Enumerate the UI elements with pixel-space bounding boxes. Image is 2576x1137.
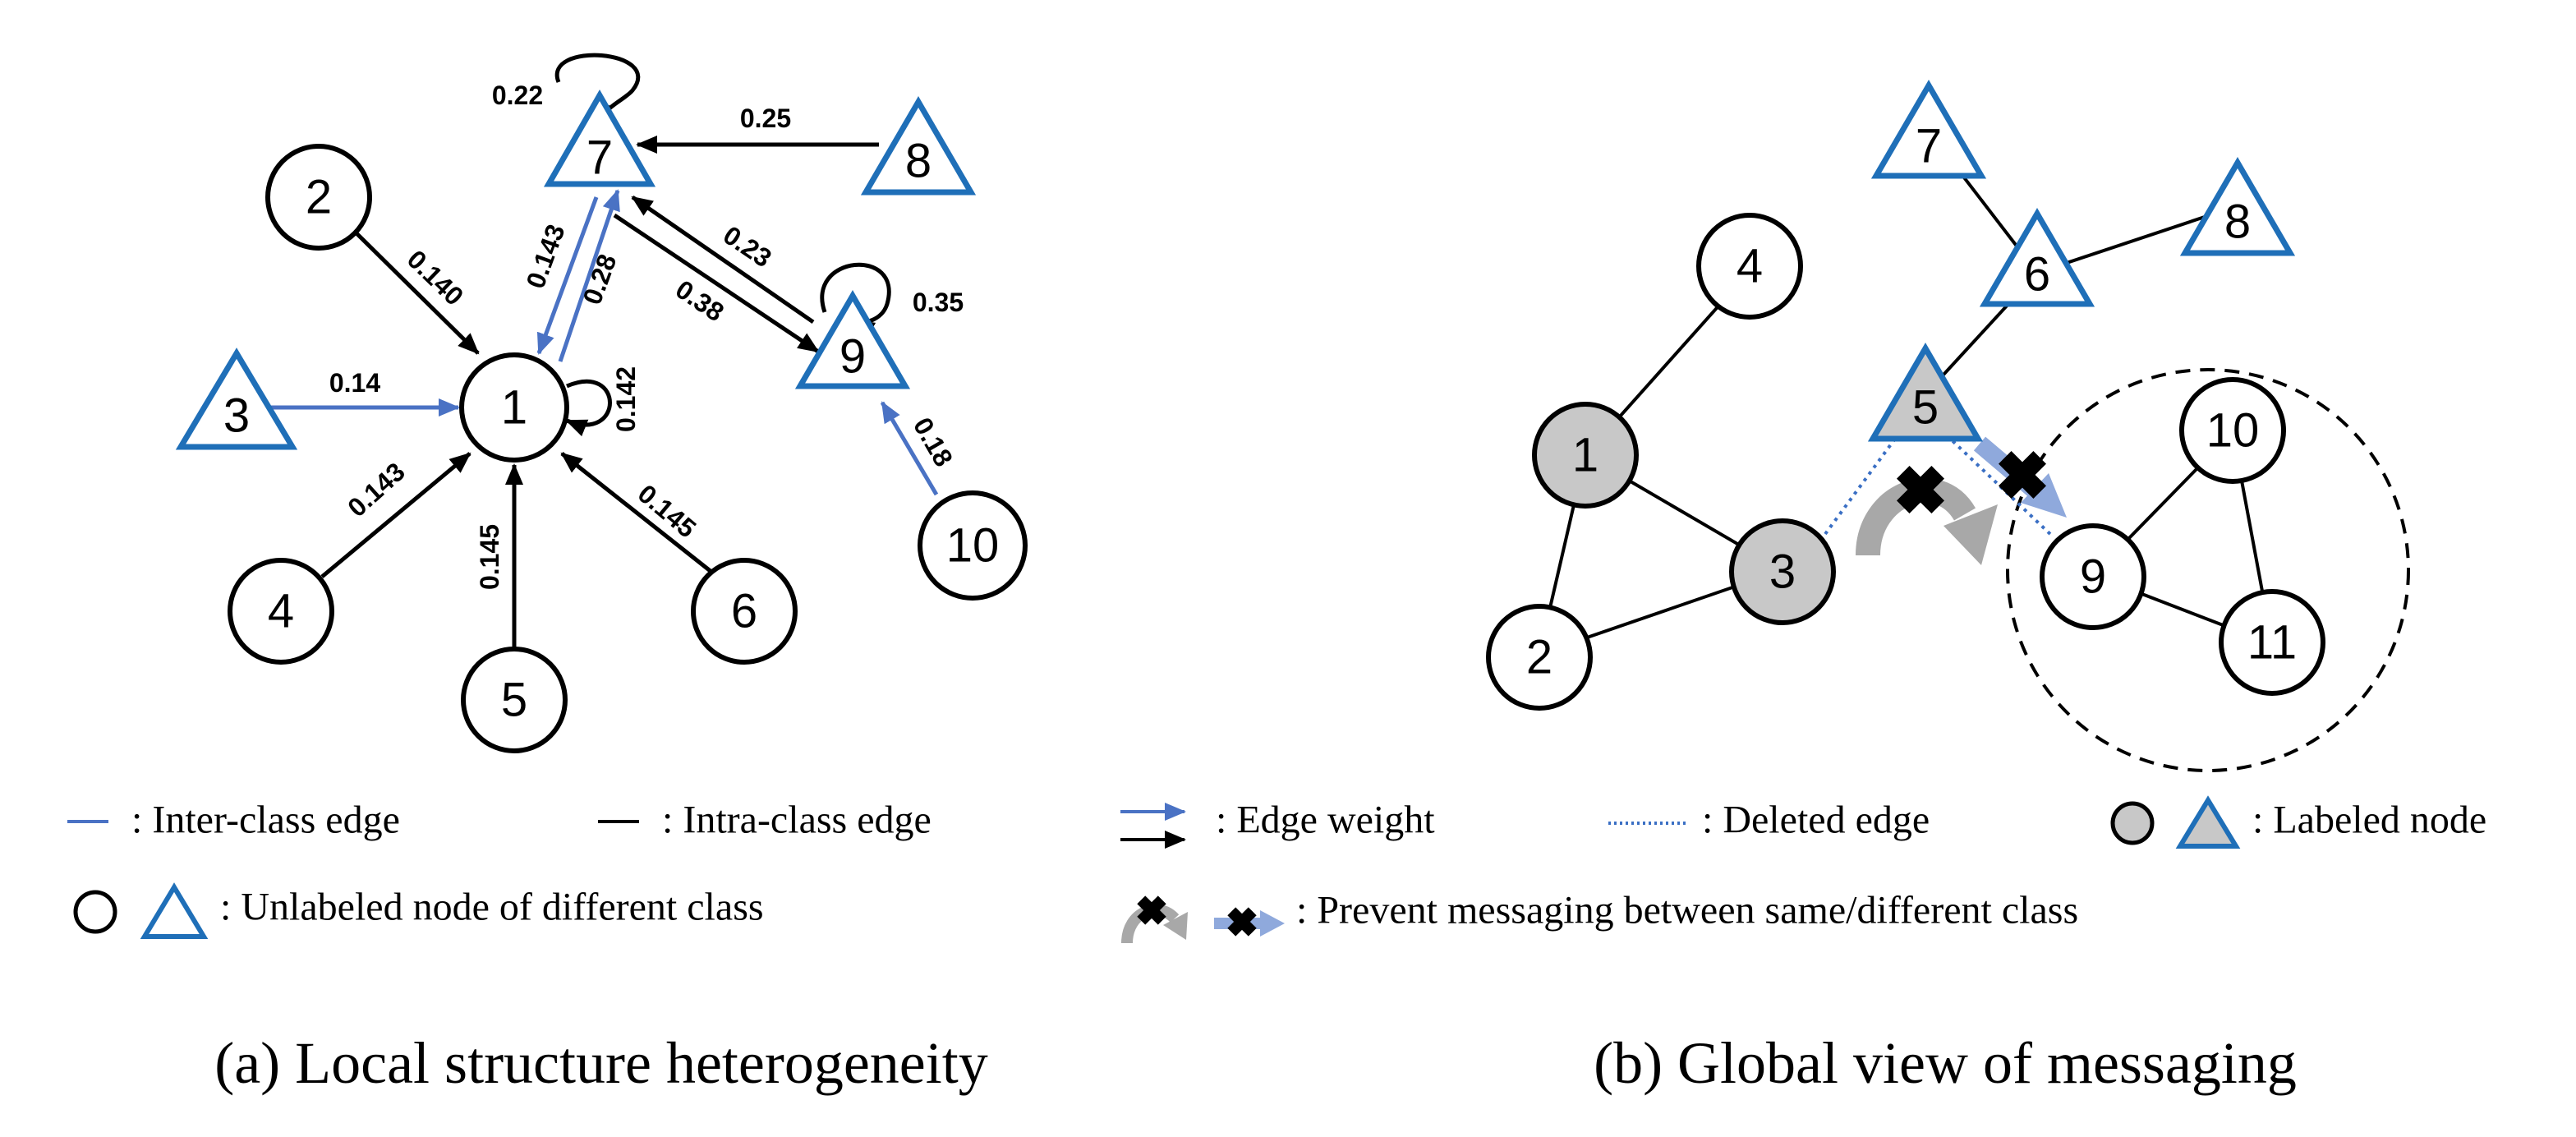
weight-7-9: 0.38 (670, 274, 729, 328)
edge-6-1 (560, 452, 713, 573)
legend-inter-class: : Inter-class edge (131, 799, 400, 842)
svg-text:1: 1 (501, 381, 527, 435)
svg-text:2: 2 (1526, 631, 1552, 684)
legend-labeled-node: : Labeled node (2252, 799, 2486, 842)
weight-5-1: 0.145 (475, 524, 504, 590)
svg-text:7: 7 (586, 131, 613, 185)
svg-text:1: 1 (1572, 429, 1598, 482)
weight-7-1: 0.143 (520, 220, 570, 292)
cluster-circle (2006, 368, 2410, 772)
node-b-1: 1 (1532, 402, 1639, 509)
edge-1-7 (558, 189, 620, 362)
svg-text:8: 8 (2224, 196, 2251, 249)
caption-panel-b: (b) Global view of messaging (1594, 1030, 2297, 1096)
node-a-1: 1 (459, 352, 569, 463)
panel-a-edges (271, 53, 939, 647)
unlabeled-triangle-node-icon (140, 882, 209, 939)
node-b-3: 3 (1729, 518, 1836, 625)
weight-1-7: 0.28 (577, 251, 622, 309)
node-a-2: 2 (265, 144, 372, 251)
edge-9-7 (631, 195, 815, 325)
edge-1-1-self (565, 379, 612, 437)
edge-7-9 (613, 213, 820, 354)
node-b-10: 10 (2179, 377, 2286, 484)
svg-text:5: 5 (1912, 381, 1939, 435)
svg-text:3: 3 (1769, 545, 1796, 599)
svg-text:8: 8 (905, 135, 932, 188)
caption-panel-a: (a) Local structure heterogeneity (214, 1030, 988, 1096)
svg-text:9: 9 (840, 330, 866, 384)
edge-2-1 (353, 230, 480, 355)
edge-9-9-self (820, 262, 891, 338)
prevent-different-class-swatch (1214, 907, 1285, 937)
labeled-triangle-node-icon (2175, 795, 2241, 849)
node-a-8: 8 (860, 96, 977, 196)
weight-10-9: 0.18 (908, 412, 959, 472)
svg-text:2: 2 (306, 171, 332, 224)
svg-text:4: 4 (1736, 240, 1763, 293)
node-b-4: 4 (1696, 213, 1803, 320)
weight-3-1: 0.14 (329, 368, 380, 398)
panel-a-nodes: 1 2 3 4 5 6 7 (175, 89, 1028, 753)
node-a-4: 4 (228, 558, 334, 665)
node-a-3: 3 (175, 348, 298, 450)
legend-prevent: : Prevent messaging between same/differe… (1296, 889, 2078, 932)
legend-intra-class: : Intra-class edge (662, 799, 932, 842)
svg-text:6: 6 (731, 585, 757, 638)
edge-weight-swatch (1120, 803, 1186, 849)
node-a-9: 9 (794, 290, 911, 389)
panel-b-nodes: 1 2 3 4 5 6 7 (1486, 80, 2325, 711)
edge-7-1 (536, 196, 599, 355)
unlabeled-circle-node-icon (73, 890, 117, 934)
prevent-different-class-arrow (1973, 436, 2067, 518)
node-b-5: 5 (1867, 343, 1984, 442)
weight-9-7: 0.23 (718, 220, 777, 274)
prevent-same-class-swatch (1121, 895, 1188, 944)
svg-text:11: 11 (2247, 616, 2297, 670)
node-b-6: 6 (1979, 208, 2095, 307)
weight-1-1: 0.142 (611, 366, 641, 432)
node-b-7: 7 (1870, 80, 1987, 179)
legend-deleted-edge: : Deleted edge (1702, 799, 1930, 842)
panel-b: 1 2 3 4 5 6 7 (1486, 80, 2410, 772)
node-a-10: 10 (918, 490, 1028, 601)
node-a-6: 6 (691, 558, 798, 665)
svg-text:5: 5 (501, 674, 527, 727)
node-b-11: 11 (2219, 589, 2325, 696)
svg-text:10: 10 (2206, 404, 2260, 458)
panel-a: 0.140 0.14 0.143 0.145 0.145 0.143 0.28 … (175, 53, 1028, 753)
cross-mark-icon (1137, 895, 1166, 925)
svg-text:10: 10 (946, 519, 1000, 573)
node-b-8: 8 (2179, 157, 2296, 256)
node-a-7: 7 (543, 89, 656, 187)
labeled-circle-node-icon (2110, 801, 2155, 845)
legend: : Inter-class edge : Intra-class edge : … (67, 795, 2486, 944)
weight-8-7: 0.25 (740, 104, 791, 133)
edge-4-1 (320, 452, 472, 578)
node-b-9: 9 (2040, 523, 2146, 630)
svg-text:6: 6 (2024, 248, 2050, 302)
cross-mark-icon (1227, 907, 1257, 937)
node-b-2: 2 (1486, 604, 1593, 711)
edge-10-9 (880, 401, 939, 496)
legend-edge-weight: : Edge weight (1216, 799, 1435, 842)
svg-text:7: 7 (1916, 120, 1942, 173)
legend-unlabeled-node: : Unlabeled node of different class (220, 886, 764, 929)
edge-b-6-8 (2036, 205, 2235, 274)
svg-text:3: 3 (223, 389, 250, 443)
weight-9-9: 0.35 (913, 288, 964, 317)
edge-7-7-self (554, 53, 641, 125)
cross-mark-icon (1897, 466, 1944, 513)
weight-2-1: 0.140 (402, 244, 470, 311)
node-a-5: 5 (461, 647, 568, 753)
svg-text:9: 9 (2080, 550, 2106, 604)
weight-7-7: 0.22 (492, 81, 543, 110)
svg-text:4: 4 (268, 585, 294, 638)
cross-mark-icon (1999, 451, 2046, 499)
weight-6-1: 0.145 (632, 478, 702, 543)
prevent-same-class-arrow (1856, 466, 1998, 565)
